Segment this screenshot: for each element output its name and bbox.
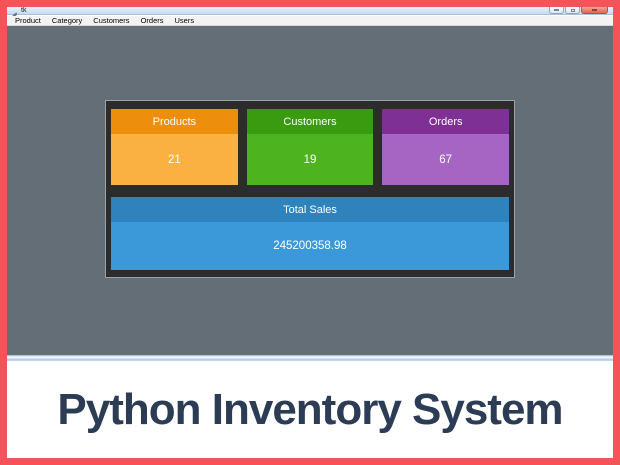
- dashboard-panel: Products 21 Customers 19 O: [105, 100, 515, 278]
- maximize-button[interactable]: [565, 7, 580, 14]
- menu-item-orders[interactable]: Orders: [140, 15, 164, 25]
- banner-title: Python Inventory System: [57, 384, 563, 434]
- customers-count: 19: [303, 153, 317, 166]
- customers-card-header: Customers: [246, 109, 374, 134]
- banner: Python Inventory System: [7, 361, 613, 458]
- total-sales-body: 245200358.98: [111, 222, 509, 270]
- menu-item-users[interactable]: Users: [174, 15, 195, 25]
- menu-item-category[interactable]: Category: [51, 15, 83, 25]
- window-frame-bottom-edge: [7, 355, 613, 361]
- products-card-body: 21: [111, 134, 238, 185]
- products-card-header: Products: [111, 109, 238, 134]
- menubar: Product Category Customers Orders Users: [7, 16, 613, 26]
- orders-card-title: Orders: [428, 115, 463, 128]
- minimize-icon: [554, 9, 559, 11]
- customers-card-title: Customers: [283, 115, 337, 128]
- total-sales-header: Total Sales: [111, 197, 509, 222]
- menu-item-product[interactable]: Product: [15, 15, 41, 25]
- minimize-button[interactable]: [549, 7, 564, 14]
- total-sales-card: Total Sales 245200358.98: [111, 197, 509, 270]
- window-titlebar[interactable]: tk: [7, 7, 613, 20]
- orders-card-body: 67: [382, 134, 510, 185]
- close-button[interactable]: [581, 7, 608, 14]
- orders-card-header: Orders: [382, 109, 510, 134]
- summary-cards-row: Products 21 Customers 19 O: [111, 109, 510, 185]
- customers-card-body: 19: [246, 134, 374, 185]
- tk-feather-icon: [10, 7, 18, 20]
- menu-item-customers[interactable]: Customers: [93, 15, 130, 25]
- products-card: Products 21: [111, 109, 238, 185]
- customers-card: Customers 19: [246, 109, 374, 185]
- close-icon: [592, 9, 597, 11]
- total-sales-value: 245200358.98: [273, 240, 347, 252]
- client-area: Products 21 Customers 19 O: [7, 26, 613, 355]
- maximize-icon: [570, 8, 575, 12]
- orders-count: 67: [439, 153, 453, 166]
- total-sales-title: Total Sales: [283, 203, 337, 216]
- products-count: 21: [167, 153, 181, 166]
- window-controls: [549, 7, 608, 14]
- orders-card: Orders 67: [382, 109, 510, 185]
- products-card-title: Products: [152, 115, 197, 128]
- window-title: tk: [21, 7, 27, 14]
